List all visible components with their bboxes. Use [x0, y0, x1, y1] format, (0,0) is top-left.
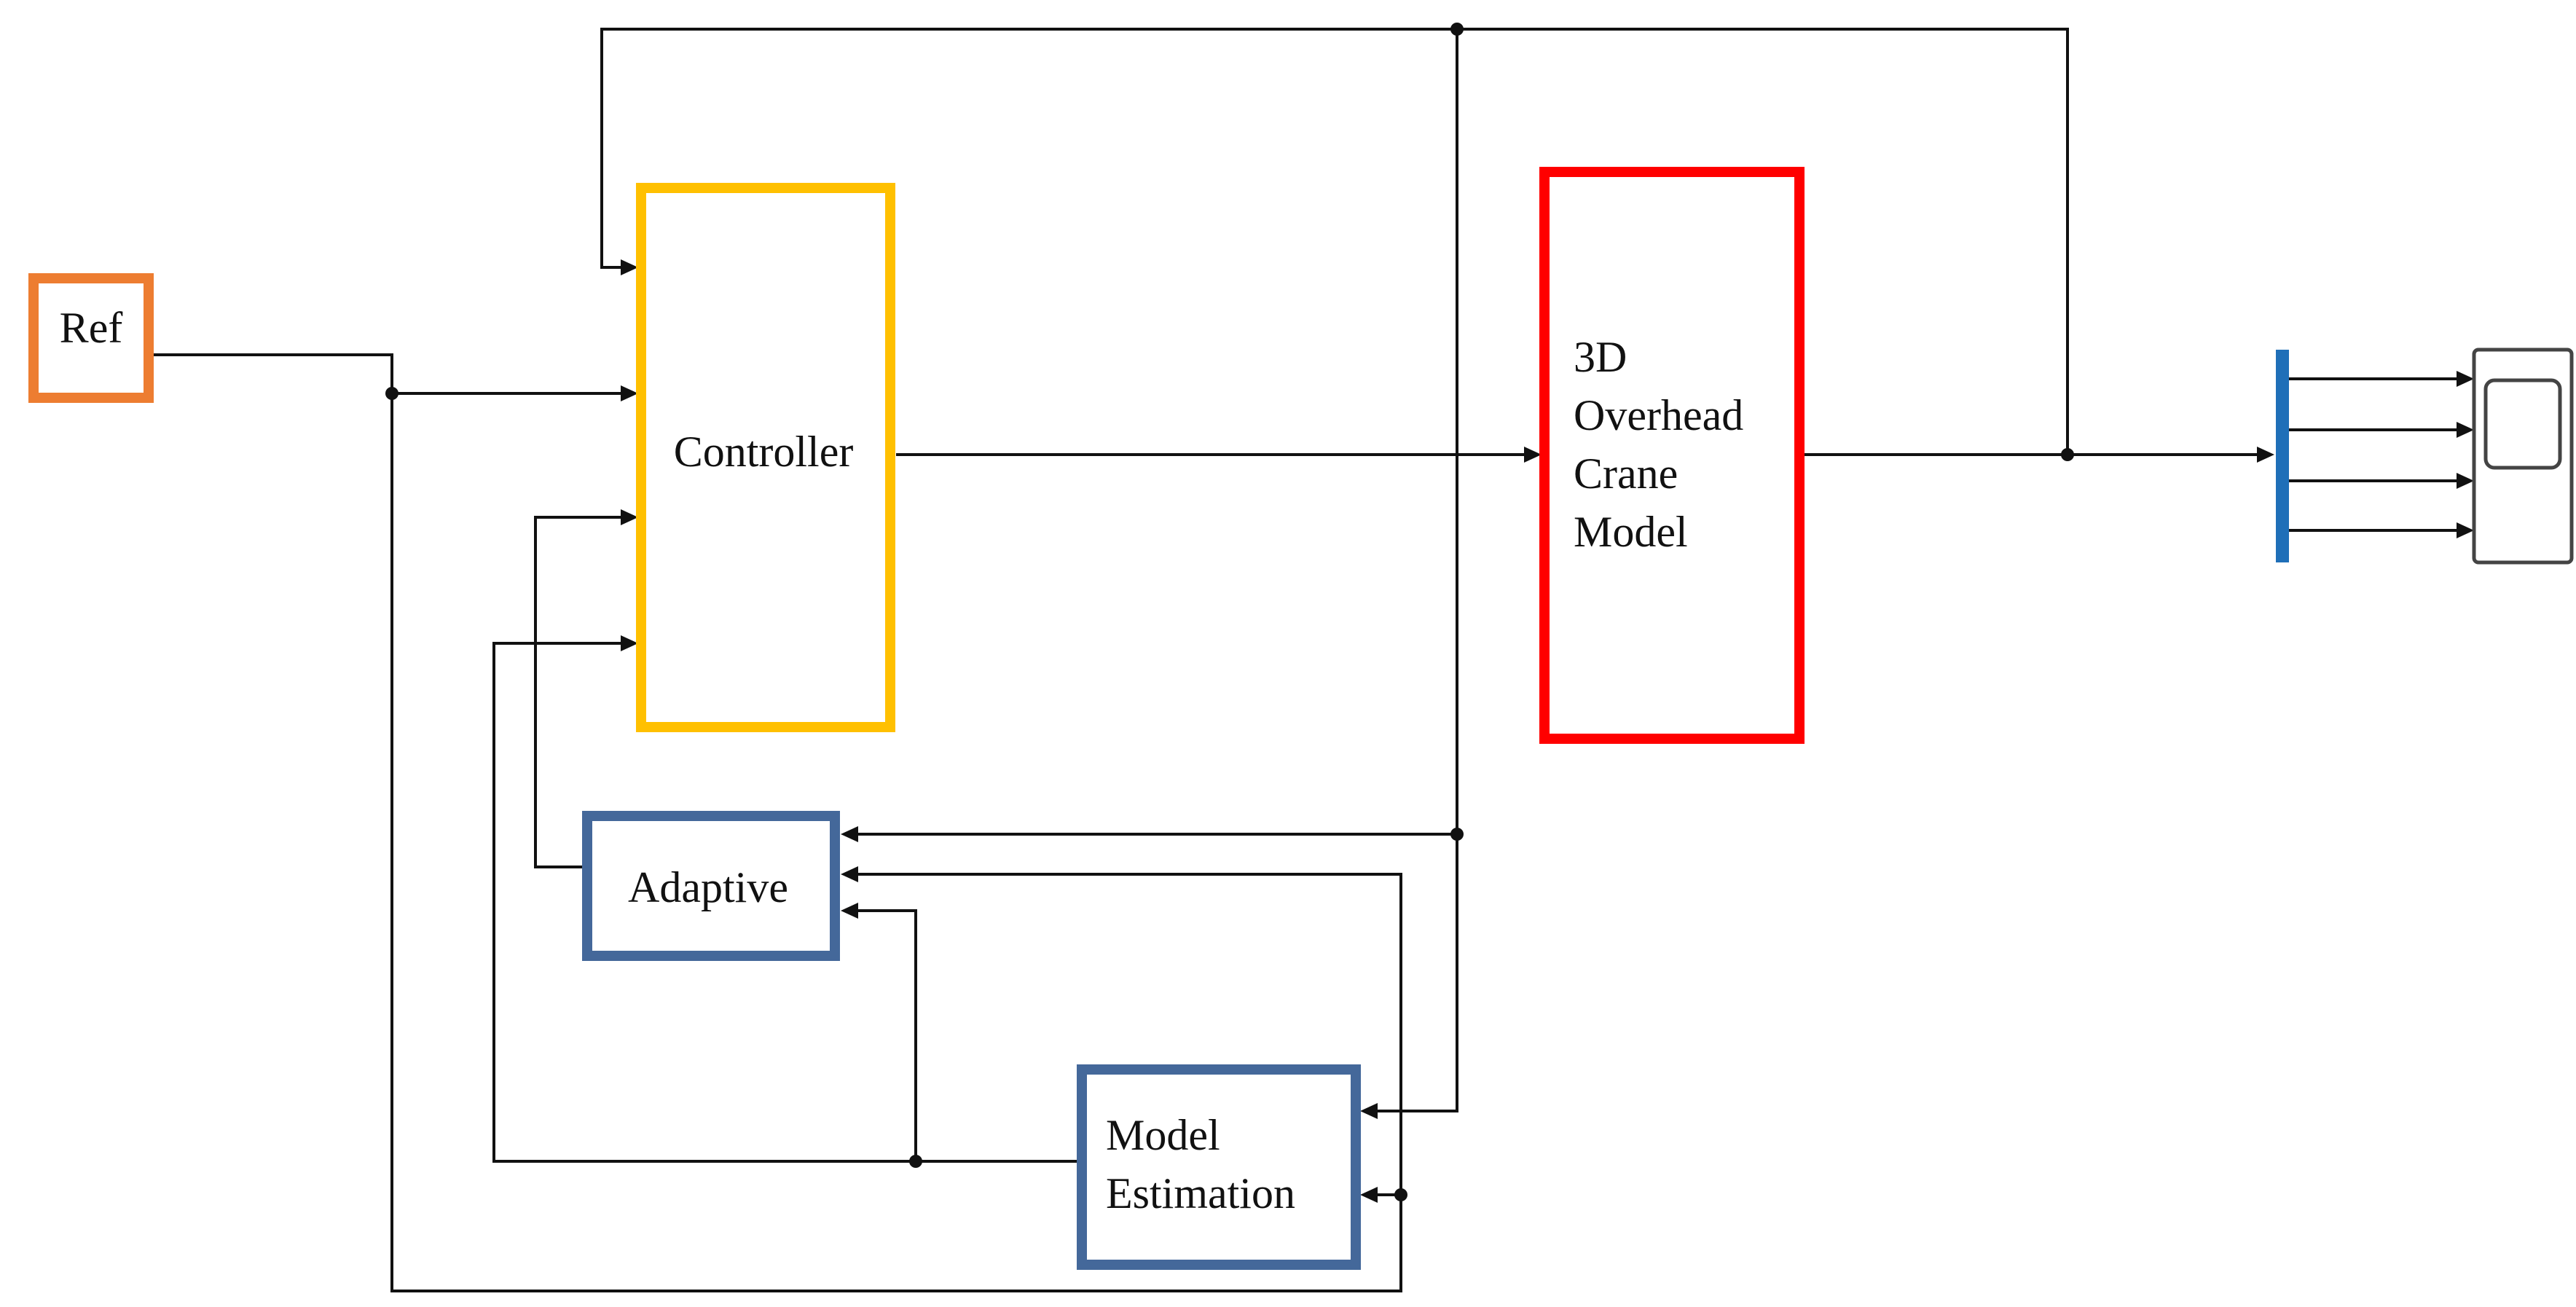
junction-estimation-out: [909, 1155, 922, 1168]
wire-estimation-out: [492, 642, 1082, 1163]
wire-estimation-to-adaptive3: [854, 909, 917, 1161]
arrowheads: [621, 259, 2474, 1203]
model-estimation-label-line-2: Estimation: [1106, 1169, 1295, 1217]
arrow-scope-in4: [2457, 522, 2474, 538]
arrow-crane-in: [1524, 447, 1542, 463]
scope-icon[interactable]: [2472, 348, 2574, 565]
arrow-estimation-in2: [1360, 1187, 1378, 1203]
mux-bar-icon[interactable]: [2276, 350, 2289, 562]
arrow-scope-in1: [2457, 371, 2474, 387]
arrow-controller-in1: [621, 259, 638, 275]
scope-screen: [2483, 378, 2562, 470]
crane-model-block[interactable]: 3D Overhead Crane Model: [1539, 167, 1805, 744]
arrow-controller-in3: [621, 509, 638, 525]
model-estimation-block[interactable]: Model Estimation: [1077, 1064, 1361, 1270]
controller-block[interactable]: Controller: [636, 183, 895, 732]
junction-crane-out: [2061, 448, 2074, 461]
wire-adaptive-to-controller: [534, 516, 625, 868]
wire-ref-to-estimation: [390, 393, 1402, 1292]
controller-block-frame: [636, 183, 895, 732]
controller-block-label: Controller: [674, 428, 854, 476]
ref-block[interactable]: Ref: [28, 273, 154, 403]
mux-bar: [2276, 350, 2289, 562]
wire-loop-to-adaptive2: [854, 873, 1402, 1195]
arrow-adaptive-in3: [841, 903, 858, 919]
arrow-scope-in2: [2457, 422, 2474, 438]
junctions: [385, 23, 2074, 1201]
wire-top-feedback: [600, 28, 2069, 455]
signal-wires: [153, 28, 2461, 1292]
arrow-scope-in3: [2457, 473, 2474, 489]
adaptive-block-frame: [582, 811, 840, 961]
adaptive-block-label: Adaptive: [628, 863, 788, 911]
crane-model-block-frame: [1539, 167, 1805, 744]
model-estimation-block-frame: [1077, 1064, 1361, 1270]
crane-model-label-line-4: Model: [1574, 508, 1688, 556]
arrow-controller-in4: [621, 635, 638, 651]
adaptive-block[interactable]: Adaptive: [582, 811, 840, 961]
junction-control-adaptive: [1450, 828, 1464, 841]
arrow-estimation-in1: [1360, 1103, 1378, 1119]
crane-model-label-line-3: Crane: [1574, 450, 1678, 498]
arrow-adaptive-in1: [841, 826, 858, 842]
junction-control-top: [1450, 23, 1464, 36]
crane-model-label-line-1: 3D: [1574, 333, 1627, 381]
junction-estimation-in: [1394, 1188, 1407, 1201]
arrow-adaptive-in2: [841, 866, 858, 882]
model-estimation-label-line-1: Model: [1106, 1111, 1220, 1159]
arrow-controller-in2: [621, 385, 638, 401]
crane-model-label-line-2: Overhead: [1574, 391, 1743, 439]
arrow-mux-in: [2257, 447, 2274, 463]
wire-ref-to-branch: [153, 353, 393, 393]
junction-ref: [385, 387, 398, 400]
ref-block-label: Ref: [60, 304, 123, 352]
ref-block-frame: [28, 273, 154, 403]
